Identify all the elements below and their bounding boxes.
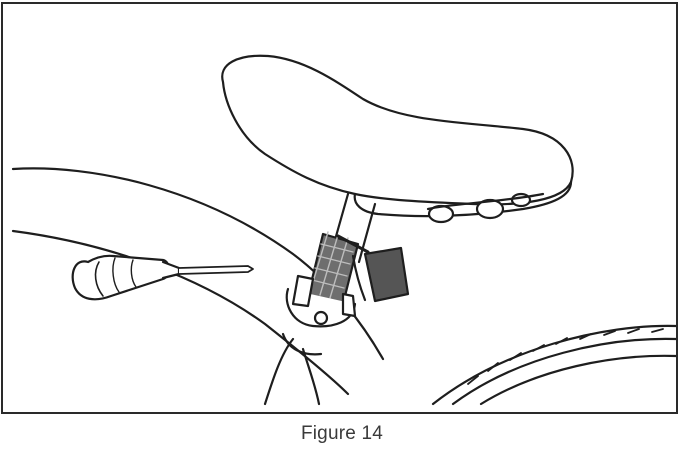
tyre-tread bbox=[467, 328, 664, 385]
figure-frame bbox=[1, 2, 678, 414]
rear-light bbox=[336, 234, 410, 303]
rear-wheel bbox=[431, 324, 676, 406]
bicycle-illustration bbox=[11, 54, 676, 406]
saddle-rails bbox=[426, 192, 545, 224]
figure-caption: Figure 14 bbox=[300, 423, 384, 444]
seat-post bbox=[306, 192, 377, 306]
seat-clamp bbox=[281, 274, 357, 356]
screwdriver bbox=[71, 254, 254, 301]
saddle bbox=[221, 54, 574, 224]
